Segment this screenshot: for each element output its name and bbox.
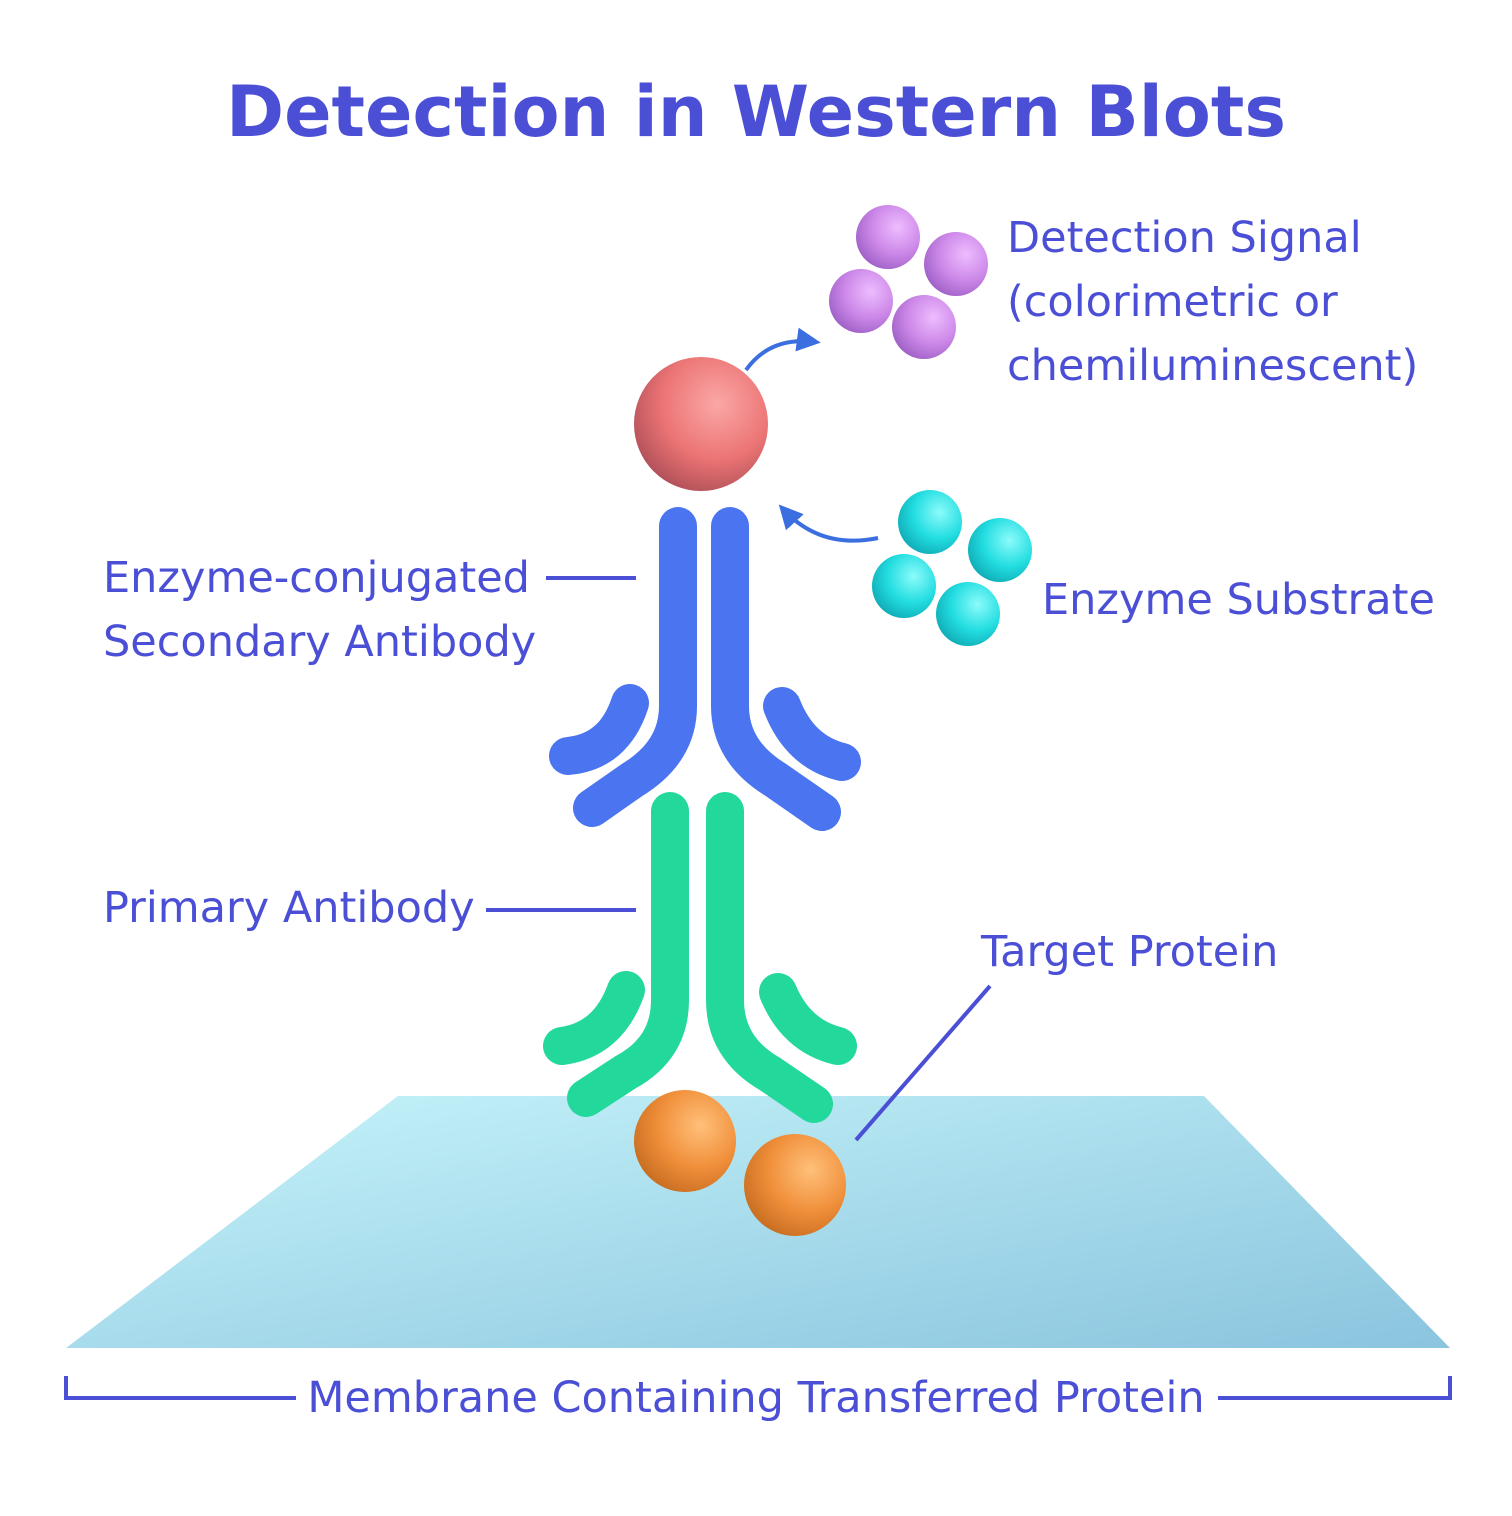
membrane bbox=[66, 1096, 1450, 1348]
detection-signal-line-1: Detection Signal bbox=[1007, 213, 1362, 263]
secondary-antibody-line-1: Enzyme-conjugated bbox=[103, 553, 530, 603]
target-protein-label: Target Protein bbox=[981, 927, 1279, 977]
detection-signal-label: Detection Signal (colorimetric or chemil… bbox=[1007, 206, 1418, 398]
secondary-antibody-label: Enzyme-conjugated Secondary Antibody bbox=[103, 546, 536, 674]
substrate-arrow bbox=[778, 504, 879, 543]
enzyme bbox=[634, 357, 768, 491]
secondary-antibody-line-2: Secondary Antibody bbox=[103, 617, 537, 667]
membrane-label: Membrane Containing Transferred Protein bbox=[307, 1373, 1205, 1423]
membrane-bracket bbox=[64, 1376, 1452, 1400]
primary-antibody-label: Primary Antibody bbox=[103, 883, 475, 933]
primary-antibody bbox=[543, 792, 857, 1123]
leader-lines bbox=[486, 576, 992, 1142]
target-protein-2 bbox=[744, 1134, 846, 1236]
detection-signal-line-2: (colorimetric or bbox=[1007, 277, 1338, 327]
target-protein-1 bbox=[634, 1090, 736, 1192]
enzyme-substrate-label: Enzyme Substrate bbox=[1042, 575, 1435, 625]
enzyme-substrate-particles bbox=[872, 490, 1032, 646]
secondary-antibody bbox=[549, 507, 861, 831]
detection-signal-line-3: chemiluminescent) bbox=[1007, 341, 1419, 391]
detection-signal-particles bbox=[829, 205, 988, 359]
signal-arrow bbox=[744, 327, 821, 372]
page-title: Detection in Western Blots bbox=[225, 71, 1287, 153]
